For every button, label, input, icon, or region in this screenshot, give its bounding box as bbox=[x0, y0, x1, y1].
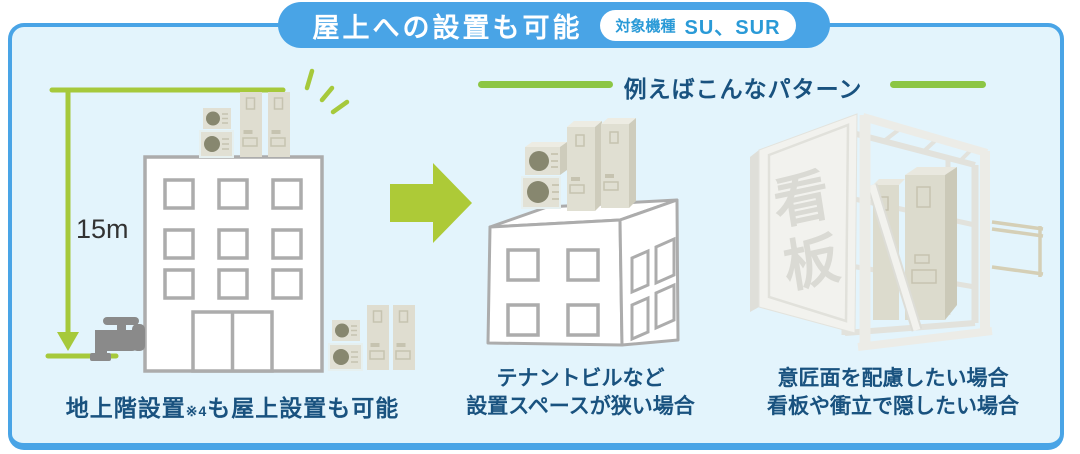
signboard-frame-svg bbox=[750, 113, 1044, 351]
caption-ground-and-roof: 地上階設置※4も屋上設置も可能 bbox=[55, 389, 410, 423]
iso-roof-tanks bbox=[567, 118, 636, 211]
tenant-building-illustration bbox=[486, 118, 680, 347]
building-front-view bbox=[143, 155, 324, 373]
signboard-panel bbox=[750, 113, 858, 334]
faucet-icon bbox=[90, 317, 145, 361]
caption-line1: 意匠面を配慮したい場合 bbox=[777, 367, 1009, 390]
measure-arrowhead bbox=[57, 332, 79, 351]
guardrails bbox=[991, 220, 1044, 277]
badge-models: SU、SUR bbox=[684, 16, 781, 39]
diagonal-strut bbox=[866, 183, 923, 332]
title-rule-right bbox=[890, 81, 986, 88]
ground-units bbox=[328, 304, 416, 371]
header-banner: 屋上への設置も可能 対象機種 SU、SUR bbox=[278, 2, 830, 48]
title-rule-left bbox=[478, 81, 613, 88]
caption-tenant-building: テナントビルなど 設置スペースが狭い場合 bbox=[448, 365, 713, 421]
banner-title: 屋上への設置も可能 bbox=[312, 12, 583, 43]
caption-line2: 看板や衝立で隠したい場合 bbox=[767, 395, 1019, 418]
signboard-illustration: 看板 bbox=[745, 105, 1045, 355]
frame-front bbox=[857, 113, 993, 351]
caption-signboard: 意匠面を配慮したい場合 看板や衝立で隠したい場合 bbox=[738, 365, 1048, 421]
iso-roof-heatpumps bbox=[521, 142, 567, 209]
rooftop-units bbox=[199, 91, 291, 158]
caption-part2: も屋上設置も可能 bbox=[207, 395, 400, 421]
iso-front-windows bbox=[506, 248, 600, 337]
left-building-illustration: 15m bbox=[45, 68, 416, 373]
transition-arrow bbox=[390, 163, 472, 243]
caption-footnote: ※4 bbox=[185, 403, 208, 419]
caption-line2: 設置スペースが狭い場合 bbox=[466, 395, 695, 418]
height-label: 15m bbox=[76, 214, 129, 244]
section-title: 例えばこんなパターン bbox=[623, 76, 863, 102]
model-badge: 対象機種 SU、SUR bbox=[600, 9, 796, 41]
caption-part1: 地上階設置 bbox=[65, 395, 186, 421]
badge-label: 対象機種 bbox=[615, 17, 676, 35]
caption-line1: テナントビルなど bbox=[496, 367, 665, 390]
iso-side-windows bbox=[630, 236, 676, 342]
sparkle-marks bbox=[304, 68, 350, 115]
